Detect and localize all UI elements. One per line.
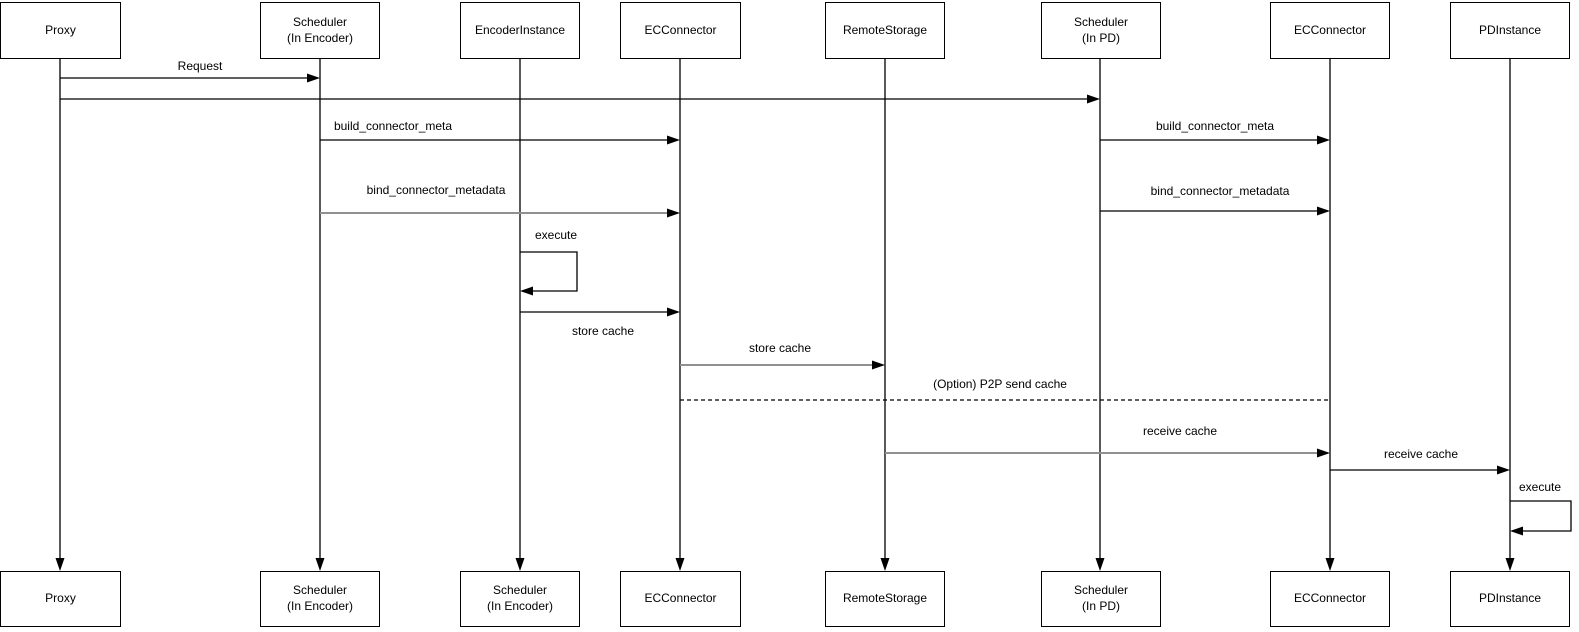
participant-top-encoder-instance: EncoderInstance	[460, 2, 580, 59]
message-arrowhead-icon-1	[1087, 94, 1100, 104]
message-label-4: bind_connector_metadata	[366, 183, 506, 197]
message-arrowhead-icon-9	[1317, 448, 1330, 458]
participant-top-ecconnector-pd: ECConnector	[1270, 2, 1390, 59]
participant-top-scheduler-pd: Scheduler (In PD)	[1041, 2, 1161, 59]
participant-top-scheduler-encoder: Scheduler (In Encoder)	[260, 2, 380, 59]
message-label-2: build_connector_meta	[333, 119, 453, 133]
participant-bottom-pd-instance: PDInstance	[1450, 571, 1570, 627]
participant-bottom-ecconnector-encoder: ECConnector	[620, 571, 741, 627]
participant-bottom-scheduler-pd: Scheduler (In PD)	[1041, 571, 1161, 627]
lifeline-arrowhead-icon-encoder-instance	[515, 558, 525, 571]
participant-bottom-ecconnector-pd: ECConnector	[1270, 571, 1390, 627]
participant-bottom-proxy: Proxy	[0, 571, 121, 627]
self-loop-arrowhead-icon-0	[520, 286, 533, 296]
message-label-10: receive cache	[1383, 447, 1459, 461]
self-loop-label-1: execute	[1518, 480, 1562, 494]
participant-bottom-encoder-instance: Scheduler (In Encoder)	[460, 571, 580, 627]
message-arrowhead-icon-7	[872, 360, 885, 370]
lifeline-arrowhead-icon-ecconnector-encoder	[675, 558, 685, 571]
lifeline-arrowhead-icon-scheduler-encoder	[315, 558, 325, 571]
message-arrowhead-icon-6	[667, 307, 680, 317]
participant-top-pd-instance: PDInstance	[1450, 2, 1570, 59]
message-label-5: bind_connector_metadata	[1150, 184, 1290, 198]
lifeline-arrowhead-icon-scheduler-pd	[1095, 558, 1105, 571]
participant-top-proxy: Proxy	[0, 2, 121, 59]
participant-top-remote-storage: RemoteStorage	[825, 2, 945, 59]
participant-top-ecconnector-encoder: ECConnector	[620, 2, 741, 59]
message-label-6: store cache	[571, 324, 635, 338]
message-label-7: store cache	[748, 341, 812, 355]
message-arrowhead-icon-0	[307, 73, 320, 83]
message-arrowhead-icon-2	[667, 135, 680, 145]
self-loop-arrowhead-icon-1	[1510, 526, 1523, 536]
message-label-3: build_connector_meta	[1155, 119, 1275, 133]
lifeline-arrowhead-icon-ecconnector-pd	[1325, 558, 1335, 571]
message-arrowhead-icon-10	[1497, 465, 1510, 475]
participant-bottom-remote-storage: RemoteStorage	[825, 571, 945, 627]
self-loop-label-0: execute	[534, 228, 578, 242]
message-arrowhead-icon-3	[1317, 135, 1330, 145]
lifeline-arrowhead-icon-pd-instance	[1505, 558, 1515, 571]
lifeline-arrowhead-icon-remote-storage	[880, 558, 890, 571]
message-arrowhead-icon-5	[1317, 206, 1330, 216]
self-loop-encoder-instance	[520, 251, 578, 292]
message-label-9: receive cache	[1142, 424, 1218, 438]
self-loop-pd-instance	[1510, 500, 1572, 532]
message-label-0: Request	[177, 59, 223, 73]
message-arrowhead-icon-4	[667, 208, 680, 218]
participant-bottom-scheduler-encoder: Scheduler (In Encoder)	[260, 571, 380, 627]
message-label-8: (Option) P2P send cache	[933, 377, 1067, 391]
lifeline-arrowhead-icon-proxy	[55, 558, 65, 571]
